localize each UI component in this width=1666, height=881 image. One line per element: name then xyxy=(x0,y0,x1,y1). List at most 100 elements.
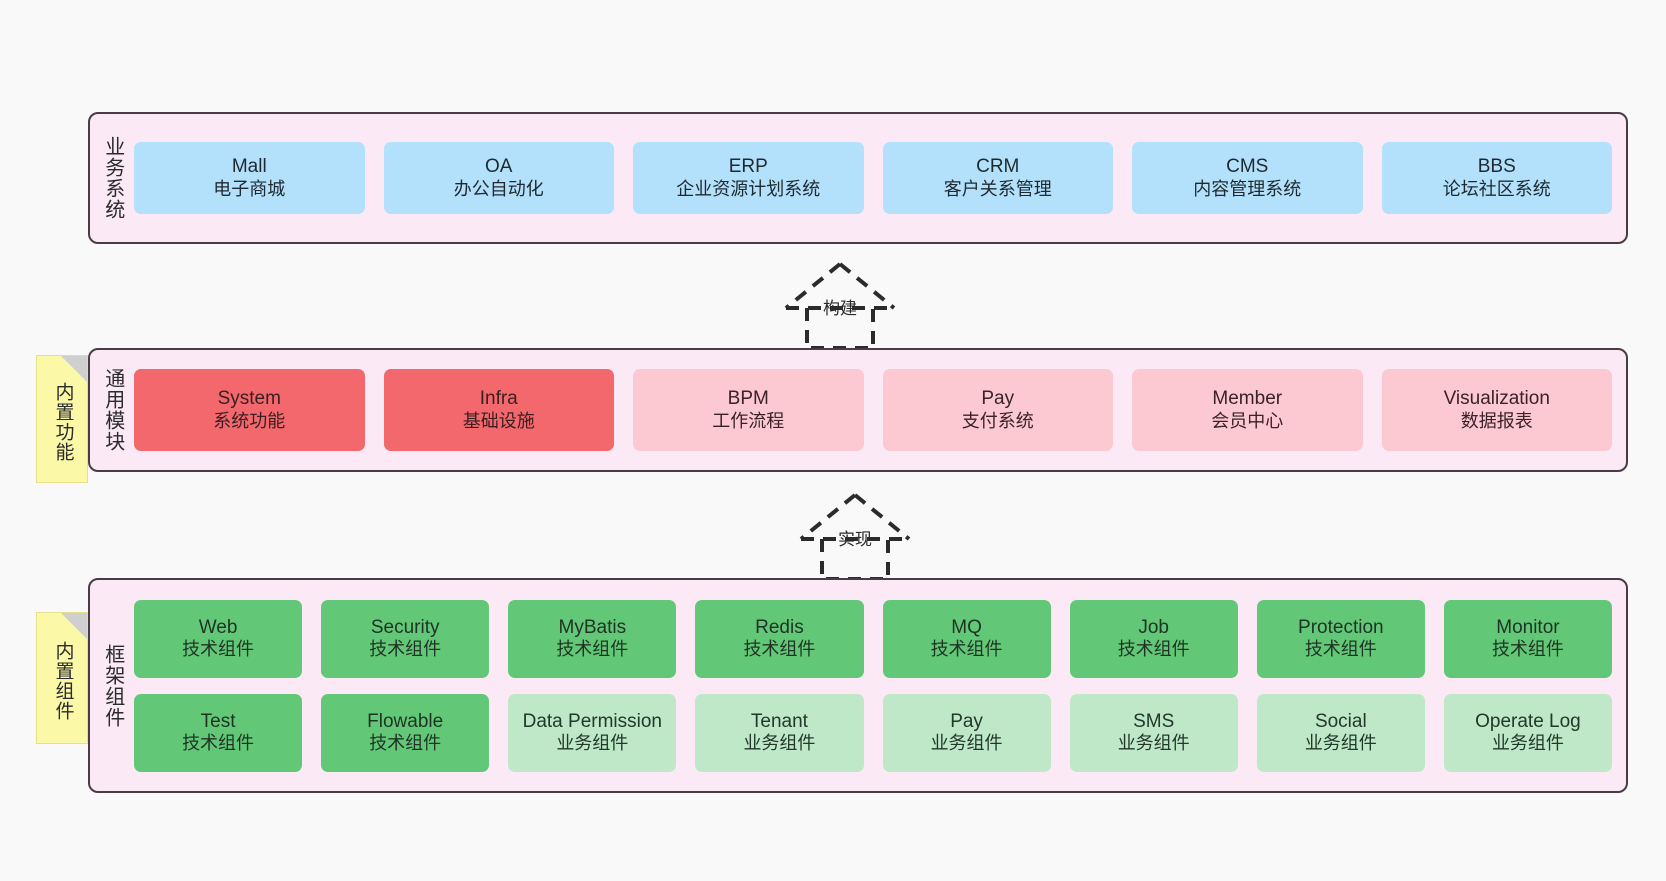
card-title: System xyxy=(217,388,281,410)
card-title: Security xyxy=(370,616,440,638)
card-title: Member xyxy=(1212,388,1283,410)
card-subtitle: 业务组件 xyxy=(930,733,1003,754)
card-title: Mall xyxy=(231,156,267,178)
connector-build-arrow xyxy=(784,262,896,350)
card-subtitle: 技术组件 xyxy=(182,639,255,660)
note-fold-corner-icon xyxy=(61,613,87,639)
card-subtitle: 业务组件 xyxy=(556,733,629,754)
note-builtin-components-text: 内置组件 xyxy=(52,641,74,721)
card-title: CRM xyxy=(976,156,1020,178)
card-subtitle: 客户关系管理 xyxy=(943,178,1052,199)
card-title: Job xyxy=(1138,616,1169,638)
card-title: SMS xyxy=(1133,710,1175,732)
arrowhead-left-edge xyxy=(784,262,842,310)
card-subtitle: 技术组件 xyxy=(369,733,442,754)
card-title: Flowable xyxy=(367,710,444,732)
card-title: Pay xyxy=(950,710,983,732)
card-title: Test xyxy=(200,710,236,732)
card-subtitle: 业务组件 xyxy=(1491,733,1564,754)
card-title: BBS xyxy=(1477,156,1516,178)
card-title: Operate Log xyxy=(1475,710,1581,732)
card-subtitle: 技术组件 xyxy=(1117,639,1190,660)
card-subtitle: 支付系统 xyxy=(961,410,1034,431)
connector-shaft xyxy=(805,308,875,350)
connector-build: 构建 xyxy=(760,258,920,350)
connector-implement-arrow xyxy=(799,493,911,581)
card-title: Data Permission xyxy=(522,710,662,732)
note-builtin-components: 内置组件 xyxy=(36,612,88,744)
note-fold-corner-icon xyxy=(61,356,87,382)
card-title: Monitor xyxy=(1496,616,1560,638)
layer-framework-components-label: 框架组件 xyxy=(101,643,124,728)
card-title: Pay xyxy=(981,388,1015,410)
card-title: Social xyxy=(1314,710,1367,732)
note-builtin-functions-text: 内置功能 xyxy=(52,382,74,462)
card-subtitle: 办公自动化 xyxy=(453,178,544,199)
card-title: BPM xyxy=(727,388,769,410)
card-subtitle: 工作流程 xyxy=(712,410,785,431)
card-subtitle: 技术组件 xyxy=(556,639,629,660)
card-subtitle: 技术组件 xyxy=(743,639,816,660)
card-subtitle: 业务组件 xyxy=(1117,733,1190,754)
arrowhead-right-edge xyxy=(853,493,911,541)
card-subtitle: 技术组件 xyxy=(1491,639,1564,660)
card-title: CMS xyxy=(1226,156,1269,178)
layer-common-modules-label: 通用模块 xyxy=(101,368,124,452)
card-title: MyBatis xyxy=(558,616,627,638)
layer-business-system-label: 业务系统 xyxy=(101,136,124,220)
card-title: Redis xyxy=(755,616,804,638)
arrowhead-left-edge xyxy=(799,493,857,541)
connector-implement: 实现 xyxy=(775,489,935,581)
card-title: Tenant xyxy=(750,710,808,732)
card-subtitle: 系统功能 xyxy=(213,410,286,431)
card-subtitle: 基础设施 xyxy=(462,410,535,431)
card-title: Protection xyxy=(1298,616,1384,638)
connector-shaft xyxy=(820,539,890,581)
card-subtitle: 内容管理系统 xyxy=(1193,178,1302,199)
card-title: Visualization xyxy=(1443,388,1550,410)
card-subtitle: 业务组件 xyxy=(743,733,816,754)
card-title: MQ xyxy=(951,616,982,638)
card-subtitle: 数据报表 xyxy=(1460,410,1533,431)
card-title: ERP xyxy=(728,156,768,178)
card-title: Web xyxy=(198,616,238,638)
card-subtitle: 业务组件 xyxy=(1304,733,1377,754)
card-subtitle: 技术组件 xyxy=(369,639,442,660)
card-subtitle: 会员中心 xyxy=(1211,410,1284,431)
